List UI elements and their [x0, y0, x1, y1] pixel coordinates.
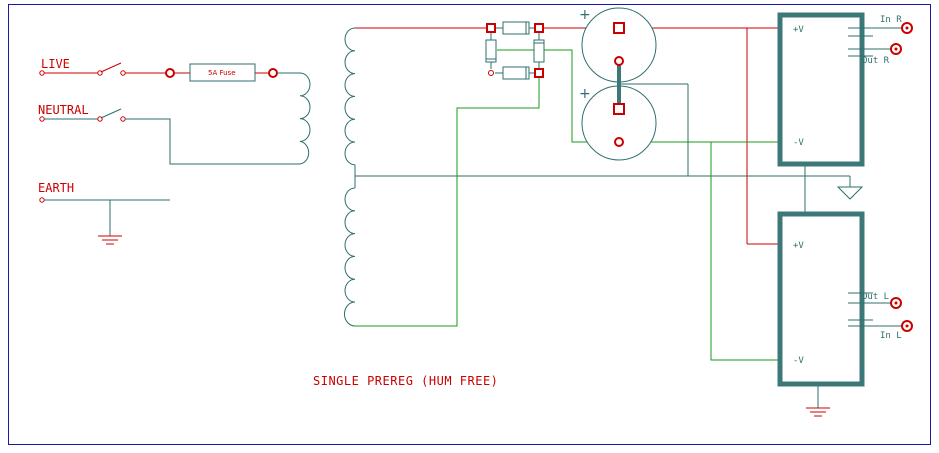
- bridge-pad-tr: [534, 23, 544, 33]
- diode-left: [485, 39, 497, 63]
- live-switch: [100, 62, 122, 73]
- regulator-top-out-label: Out R: [862, 56, 890, 66]
- bridge-pad-tl: [486, 23, 496, 33]
- chassis-ground-symbol: [836, 176, 864, 200]
- transformer-secondary-upper: [344, 27, 356, 166]
- bridge-pad-bl: [488, 70, 494, 76]
- mains-input: LIVE 5A Fuse NEUTRAL EARTH: [38, 57, 300, 245]
- bridge-pad-br: [534, 68, 544, 78]
- diode-right: [533, 39, 545, 63]
- regulator-bottom: +V -V Out L In L: [777, 211, 913, 387]
- regulator-bottom-pos-pin: +V: [793, 241, 804, 251]
- capacitor-upper-plus: +: [579, 7, 591, 23]
- schematic-title: SINGLE PREREG (HUM FREE): [313, 374, 498, 388]
- capacitors: + +: [579, 7, 657, 161]
- live-label: LIVE: [41, 57, 70, 71]
- regulator-bottom-neg-pin: -V: [793, 356, 804, 366]
- transformer: [299, 27, 356, 327]
- neutral-switch: [100, 108, 122, 119]
- transformer-primary: [299, 72, 311, 165]
- regulator-top-neg-pin: -V: [793, 138, 804, 148]
- capacitor-lower-plus: +: [579, 86, 591, 102]
- diode-top: [502, 21, 530, 35]
- regulator-top-in-label: In R: [880, 15, 902, 25]
- earth-terminal: [39, 197, 45, 203]
- fuse-terminal-left: [165, 68, 175, 78]
- fuse-terminal-right: [268, 68, 278, 78]
- drawing-frame: [8, 4, 931, 445]
- diode-bottom: [502, 66, 530, 80]
- neutral-label: NEUTRAL: [38, 103, 89, 117]
- bridge-rectifier: [485, 21, 545, 80]
- live-terminal: [39, 70, 45, 76]
- regulator-top-body: [777, 12, 865, 167]
- regulator-bottom-in-label: In L: [880, 331, 902, 341]
- regulator-bottom-out-label: Out L: [862, 292, 889, 302]
- regulator-top: +V -V In R Out R: [777, 12, 913, 167]
- regulator-top-pos-pin: +V: [793, 25, 804, 35]
- transformer-secondary-lower: [343, 187, 356, 327]
- earth-ground-symbol: [98, 235, 122, 245]
- fuse-label: 5A Fuse: [208, 69, 236, 77]
- earth-label: EARTH: [38, 181, 74, 195]
- regulator-bottom-body: [777, 211, 865, 387]
- output-ground-symbol: [806, 386, 830, 417]
- neutral-terminal: [39, 116, 45, 122]
